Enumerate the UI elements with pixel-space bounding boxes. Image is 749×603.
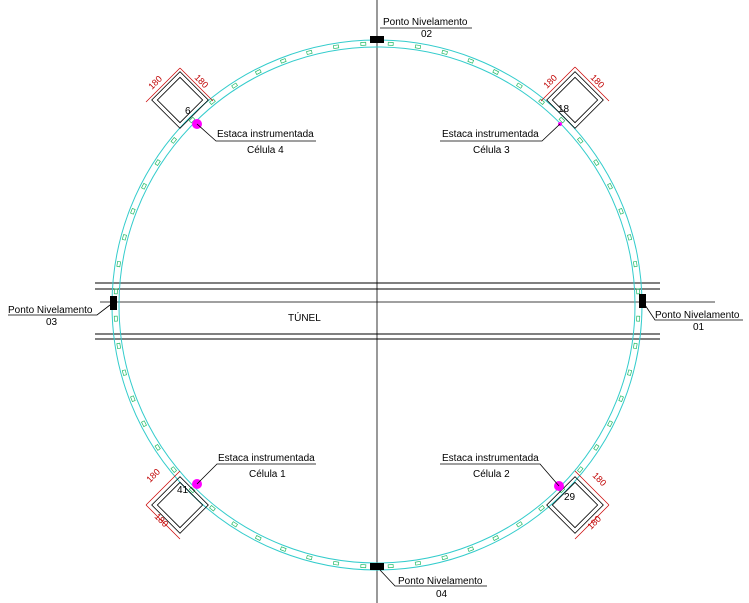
dimension-label: 180 bbox=[591, 470, 609, 488]
pile-mark bbox=[130, 395, 136, 403]
pile-mark bbox=[360, 41, 367, 46]
pile-mark bbox=[306, 49, 313, 55]
pile-mark bbox=[306, 555, 313, 561]
pile-mark bbox=[279, 58, 287, 64]
pile-mark bbox=[414, 561, 422, 566]
leveling-point-title: Ponto Nivelamento bbox=[398, 576, 483, 587]
pile-mark bbox=[113, 288, 118, 295]
pile-mark bbox=[441, 49, 448, 55]
pile-mark bbox=[121, 369, 127, 376]
pile-label: Estaca instrumentada bbox=[442, 453, 539, 464]
pile-mark bbox=[170, 137, 178, 144]
pile-number: 18 bbox=[558, 104, 570, 115]
pile-mark bbox=[538, 98, 545, 106]
pile-mark bbox=[618, 395, 624, 403]
pile-mark bbox=[387, 564, 394, 569]
pile-mark bbox=[141, 182, 147, 190]
leveling-point-01: Ponto Nivelamento 01 bbox=[639, 294, 743, 333]
pile-mark bbox=[154, 444, 161, 451]
leveling-point-03: Ponto Nivelamento 03 bbox=[8, 296, 117, 328]
leveling-point-number: 02 bbox=[421, 29, 433, 40]
pile-mark bbox=[467, 546, 475, 552]
pile-mark bbox=[414, 44, 422, 49]
pile-mark bbox=[231, 521, 238, 528]
pile-mark bbox=[332, 44, 340, 49]
pile-mark bbox=[130, 207, 136, 215]
pile-mark bbox=[231, 82, 238, 89]
pile-mark bbox=[538, 504, 545, 512]
pile-mark bbox=[607, 182, 613, 190]
pile-mark bbox=[618, 207, 624, 215]
pile-mark bbox=[467, 58, 475, 64]
pile-mark bbox=[170, 466, 178, 473]
pile-number: 29 bbox=[564, 492, 576, 503]
dimension-label: 180 bbox=[585, 514, 603, 532]
pile-mark bbox=[116, 260, 121, 268]
pile-mark bbox=[441, 555, 448, 561]
pile-mark bbox=[607, 420, 613, 428]
cell-label: Célula 2 bbox=[473, 469, 510, 480]
pile-marks bbox=[113, 41, 641, 569]
pile-label: Estaca instrumentada bbox=[217, 129, 314, 140]
pile-mark bbox=[121, 234, 127, 241]
pile-mark bbox=[332, 561, 340, 566]
pile-number: 6 bbox=[185, 106, 191, 117]
pile-mark bbox=[188, 486, 196, 494]
pile-label: Estaca instrumentada bbox=[442, 129, 539, 140]
leveling-point-title: Ponto Nivelamento bbox=[383, 17, 468, 28]
instrumented-pile-cell-4: 180 180 6 Estaca instrumentada Célula 4 bbox=[145, 67, 316, 156]
leveling-point-04: Ponto Nivelamento 04 bbox=[370, 563, 487, 600]
pile-mark bbox=[141, 420, 147, 428]
pile-mark bbox=[254, 69, 262, 75]
pile-mark bbox=[636, 315, 641, 322]
pile-mark bbox=[279, 546, 287, 552]
pile-mark bbox=[492, 535, 500, 541]
pile-mark bbox=[627, 369, 633, 376]
tunnel-label: TÚNEL bbox=[288, 311, 321, 324]
pile-mark bbox=[636, 288, 641, 295]
cell-label: Célula 3 bbox=[473, 145, 510, 156]
pile-mark bbox=[254, 535, 262, 541]
pile-mark bbox=[633, 260, 638, 268]
instrumented-pile-cell-3: 180 180 18 Estaca instrumentada Célula 3 bbox=[440, 66, 610, 156]
pile-mark bbox=[492, 69, 500, 75]
pile-mark bbox=[209, 98, 216, 106]
pile-number: 41 bbox=[177, 485, 189, 496]
tunnel bbox=[95, 282, 660, 340]
dimension-label: 180 bbox=[146, 74, 164, 92]
cell-label: Célula 1 bbox=[249, 469, 286, 480]
dimension-label: 180 bbox=[144, 467, 162, 485]
dimension-label: 180 bbox=[541, 73, 559, 91]
pile-mark bbox=[154, 159, 161, 166]
cell-label: Célula 4 bbox=[247, 145, 284, 156]
leveling-point-number: 04 bbox=[436, 589, 448, 600]
pile-mark bbox=[576, 466, 584, 473]
leveling-point-title: Ponto Nivelamento bbox=[655, 310, 740, 321]
leveling-point-title: Ponto Nivelamento bbox=[8, 305, 93, 316]
pile-label: Estaca instrumentada bbox=[218, 453, 315, 464]
instrumented-pile-cell-2: 180 180 29 Estaca instrumentada Célula 2 bbox=[440, 453, 610, 540]
leveling-point-number: 03 bbox=[46, 317, 58, 328]
pile-mark bbox=[576, 137, 584, 144]
pile-mark bbox=[516, 521, 523, 528]
pile-mark bbox=[387, 41, 394, 46]
leveling-point-number: 01 bbox=[693, 322, 705, 333]
pile-mark bbox=[558, 116, 566, 124]
pile-mark bbox=[593, 159, 600, 166]
pile-mark bbox=[116, 342, 121, 350]
pile-mark bbox=[633, 342, 638, 350]
pile-mark bbox=[209, 504, 216, 512]
pile-mark bbox=[593, 444, 600, 451]
pile-mark bbox=[360, 564, 367, 569]
pile-mark bbox=[113, 315, 118, 322]
leveling-point-02: Ponto Nivelamento 02 bbox=[370, 17, 472, 43]
pile-mark bbox=[627, 234, 633, 241]
dimension-label: 180 bbox=[589, 72, 607, 90]
pile-mark bbox=[516, 82, 523, 89]
